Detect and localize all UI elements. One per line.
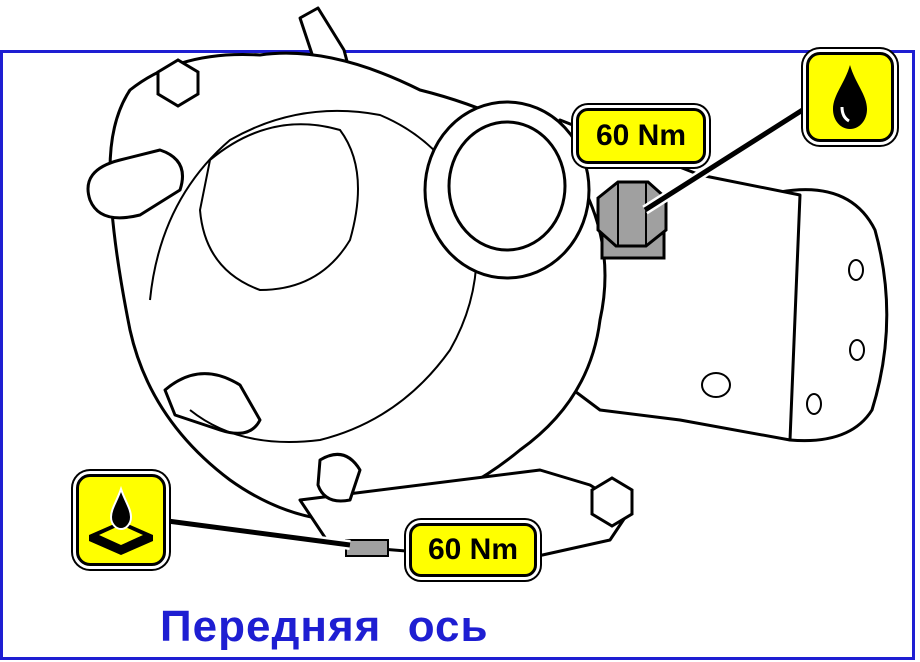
torque-label-drain-plug: 60 Nm: [409, 523, 537, 577]
torque-label-filler-plug: 60 Nm: [576, 108, 706, 164]
axle-opening-inner: [447, 120, 567, 252]
bolt-bottom-right: [590, 476, 634, 528]
drain-plug: [345, 539, 389, 557]
mounting-lug-side: [316, 452, 362, 503]
filler-plug: [596, 180, 668, 260]
sealant-icon: [76, 474, 166, 566]
diagram-frame: [0, 50, 915, 660]
diagram-caption: Передняя ось: [160, 602, 489, 651]
bolt-top-left: [156, 58, 200, 108]
mounting-lug-left: [86, 148, 184, 220]
oil-drop-icon: [806, 52, 894, 142]
